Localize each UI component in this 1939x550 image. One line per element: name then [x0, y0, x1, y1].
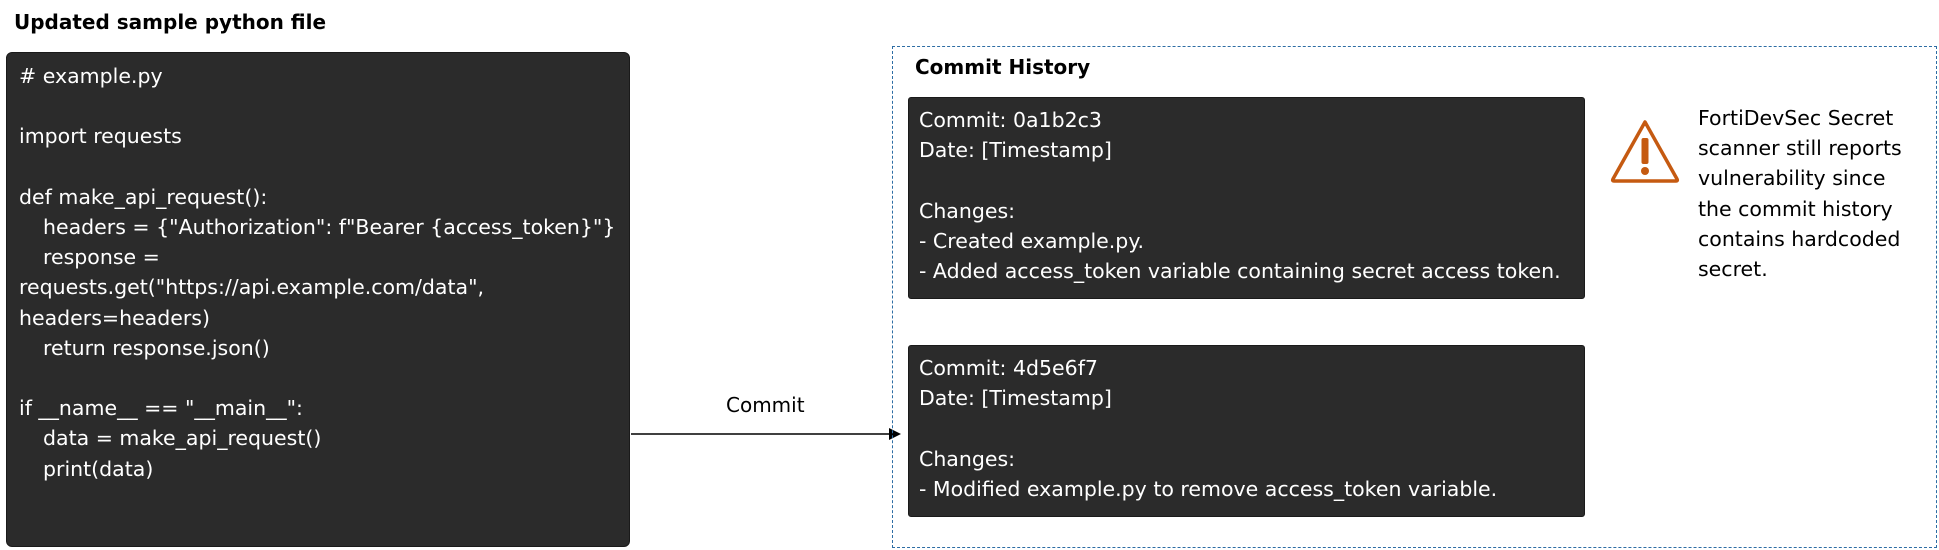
- code-line: import requests: [19, 124, 182, 149]
- commit-id: Commit: 4d5e6f7: [919, 356, 1098, 380]
- commit-changes-label: Changes:: [919, 446, 1016, 471]
- commit-box: Commit: 4d5e6f7 Date: [Timestamp] Change…: [908, 345, 1585, 517]
- commit-change: - Created example.py.: [919, 228, 1145, 253]
- code-line: requests.get("https://api.example.com/da…: [19, 275, 485, 300]
- code-line: return response.json(): [43, 335, 270, 360]
- commit-spacer: [919, 413, 1574, 443]
- code-line: print(data): [43, 456, 154, 481]
- commit-changes-label: Changes:: [919, 198, 1016, 223]
- commit-date: Date: [Timestamp]: [919, 386, 1112, 411]
- note-line: FortiDevSec Secret: [1698, 106, 1894, 130]
- commit-label: Commit: [726, 393, 805, 417]
- note-line: the commit history: [1698, 196, 1893, 221]
- note-line: secret.: [1698, 257, 1768, 282]
- diagram-title: Updated sample python file: [14, 10, 327, 34]
- code-line: if __name__ == "__main__":: [19, 396, 303, 421]
- code-line: [19, 152, 617, 182]
- commit-id: Commit: 0a1b2c3: [919, 108, 1102, 132]
- commit-change: - Modified example.py to remove access_t…: [919, 476, 1498, 501]
- code-box: # example.py import requests def make_ap…: [6, 52, 630, 547]
- commit-arrow: [631, 428, 901, 440]
- commit-date: Date: [Timestamp]: [919, 138, 1112, 163]
- scanner-note: FortiDevSec Secret scanner still reports…: [1698, 103, 1923, 284]
- code-line: [19, 91, 617, 121]
- note-line: contains hardcoded: [1698, 226, 1901, 251]
- commit-box: Commit: 0a1b2c3 Date: [Timestamp] Change…: [908, 97, 1585, 299]
- code-line: headers=headers): [19, 305, 210, 330]
- code-line: [19, 363, 617, 393]
- note-line: scanner still reports: [1698, 136, 1902, 161]
- commit-history-frame: [892, 46, 1937, 548]
- warning-icon: [1610, 120, 1680, 183]
- code-line: data = make_api_request(): [43, 426, 322, 451]
- code-line: # example.py: [19, 64, 163, 88]
- code-line: def make_api_request():: [19, 184, 268, 209]
- commit-spacer: [919, 165, 1574, 195]
- code-line: response =: [43, 245, 160, 270]
- commit-history-title: Commit History: [915, 55, 1091, 79]
- code-line: headers = {"Authorization": f"Bearer {ac…: [43, 214, 616, 239]
- commit-change: - Added access_token variable containing…: [919, 259, 1561, 283]
- note-line: vulnerability since: [1698, 166, 1886, 191]
